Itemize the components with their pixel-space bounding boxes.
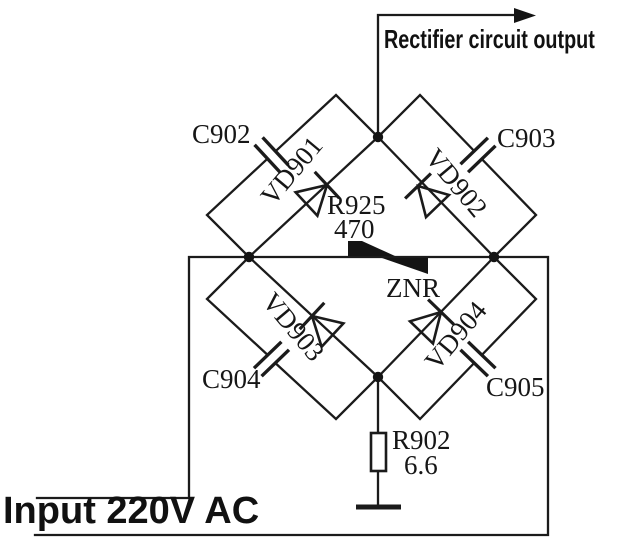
resistor-r902-label: R902	[392, 425, 451, 455]
varistor-znr-label: ZNR	[386, 273, 440, 303]
wire-arm-c903	[376, 93, 538, 259]
arrow-icon	[514, 8, 536, 23]
diode-vd902-icon	[403, 172, 452, 220]
capacitor-c904-icon	[252, 340, 291, 378]
wire-arm-c902	[205, 93, 380, 259]
resistor-r902-icon	[369, 431, 388, 473]
input-label: Input 220V AC	[3, 490, 260, 532]
wire-input-left	[35, 255, 251, 500]
junction-right	[488, 251, 500, 263]
junction-dots	[243, 131, 500, 383]
resistor-r925-label: R925	[327, 190, 386, 220]
wire-input-right	[33, 255, 550, 537]
wire-output	[376, 13, 520, 139]
junction-top	[372, 131, 384, 143]
diode-vd901-icon	[293, 170, 341, 219]
capacitor-c902-label: C902	[192, 119, 251, 149]
resistor-r902-value: 6.6	[404, 450, 438, 480]
varistor-znr-icon	[348, 241, 428, 274]
junction-left	[243, 251, 255, 263]
junction-bottom	[372, 371, 384, 383]
capacitor-c903-label: C903	[497, 123, 556, 153]
wire-arm-c905	[376, 255, 538, 421]
output-label: Rectifier circuit output	[384, 24, 595, 54]
resistor-r925-value: 470	[334, 214, 375, 244]
capacitor-c905-label: C905	[486, 372, 545, 402]
capacitor-c905-icon	[459, 340, 497, 378]
diode-vd904-icon	[407, 298, 456, 346]
capacitor-c902-icon	[253, 136, 290, 174]
wire-arm-c904	[205, 255, 380, 421]
capacitor-c904-label: C904	[202, 364, 261, 394]
capacitor-c903-icon	[459, 136, 497, 174]
diode-vd903-icon	[298, 301, 346, 350]
